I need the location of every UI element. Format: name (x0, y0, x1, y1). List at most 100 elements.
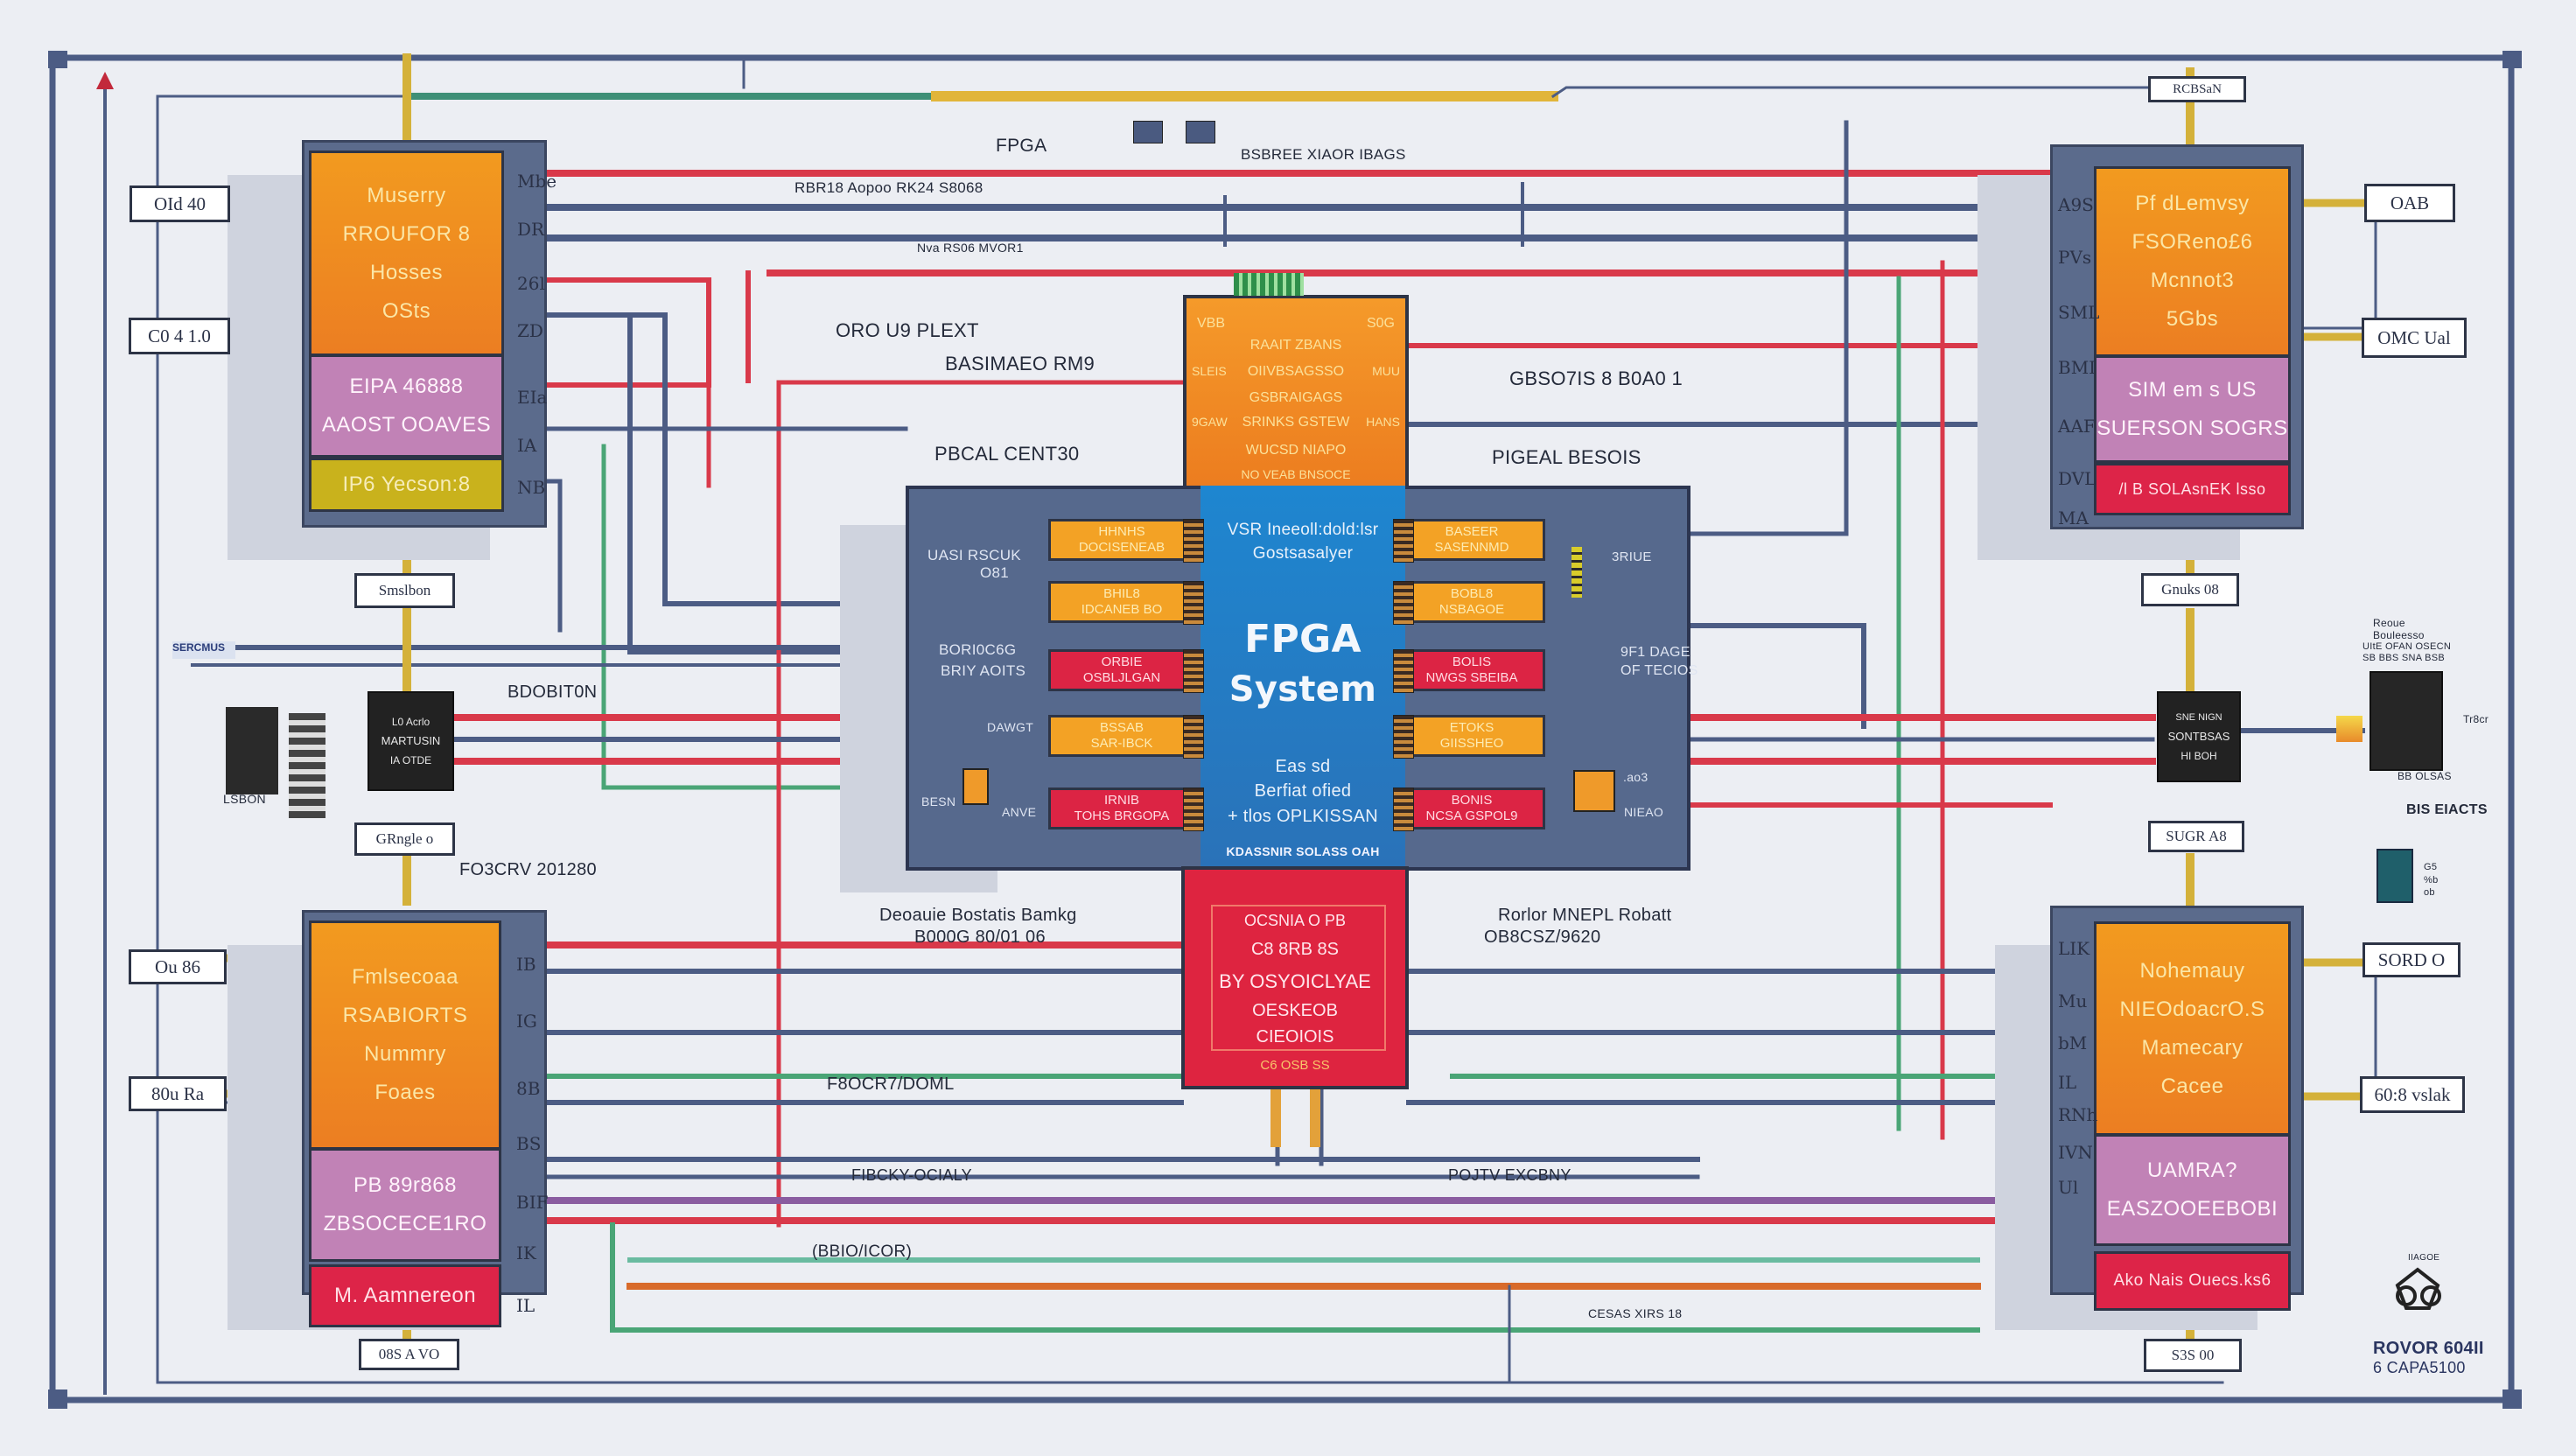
pin-label: BS (516, 1133, 542, 1154)
chip-line: C8 8RB 8S (1250, 940, 1340, 959)
module-top-right-orange: Pf dLemvsy FSOReno£6 Mcnnot3 5Gbs (2094, 166, 2291, 357)
small-board-icon (2376, 849, 2413, 903)
subblock-text: BOBL8 (1450, 586, 1494, 601)
signal-label: Deoauie Bostatis Bamkg (879, 906, 1077, 925)
module-text: AAOST OOAVES (321, 413, 492, 437)
subblock-text: SAR-IBCK (1090, 736, 1153, 751)
signal-label: Rorlor MNEPL Robatt (1498, 906, 1672, 925)
wire (544, 479, 563, 633)
module-bottom-right-bottom: Ako Nais Ouecs.ks6 (2094, 1251, 2291, 1311)
fpga-center-text: Gostsasalyer (1252, 544, 1354, 563)
module-top-right-purple: SIM em s US SUERSON SOGRS (2094, 355, 2291, 463)
module-text: RSABIORTS (342, 1004, 468, 1027)
module-bottom-left-bottom: M. Aamnereon (309, 1264, 501, 1327)
chip-text: MARTUSIN (381, 734, 441, 747)
connector (1270, 1084, 1320, 1147)
ic-chip-icon (226, 707, 278, 794)
pin-label: BMI (2058, 357, 2096, 378)
chip-line: RAAIT ZBANS (1250, 338, 1342, 353)
module-text: Nohemauy (2139, 958, 2245, 983)
io-box[interactable]: Gnuks 08 (2141, 573, 2239, 606)
io-box[interactable]: S3S 00 (2144, 1339, 2242, 1372)
io-box[interactable]: SORD O (2362, 942, 2460, 977)
pin-label: MA (2058, 508, 2089, 528)
fpga-center-text: Eas sd (1275, 757, 1331, 776)
module-top-left-purple: EIPA 46888 AAOST OOAVES (309, 354, 504, 458)
pin-label: MUU (1372, 364, 1400, 378)
subblock-text: TOHS BRGOPA (1074, 808, 1170, 823)
io-box[interactable]: 60:8 vslak (2360, 1076, 2465, 1113)
chip-line: OIIVBSAGSSO (1247, 364, 1345, 379)
chip-text: HI BOH (2180, 750, 2217, 762)
module-bottom-left-purple: PB 89r868 ZBSOCECE1RO (309, 1148, 501, 1262)
module-text: EIPA 46888 (349, 374, 464, 398)
fpga-label: BESN (921, 794, 956, 808)
controller-chip[interactable]: L0 Acrlo MARTUSIN IA OTDE (368, 691, 454, 791)
bottom-chip[interactable]: OCSNIA O PB C8 8RB 8S BY OSYOICLYAE OESK… (1181, 866, 1409, 1089)
io-box[interactable]: OAB (2364, 184, 2455, 222)
device-label: Tr8cr (2463, 713, 2489, 725)
side-label: BIS EIACTS (2406, 802, 2488, 817)
chip-line: NO VEAB BNSOCE (1241, 467, 1351, 481)
io-box[interactable]: 80u Ra (129, 1076, 227, 1111)
module-text: OSts (382, 298, 431, 323)
fpga-label: DAWGT (987, 720, 1034, 734)
fpga-center-text: Berfiat ofied (1254, 781, 1352, 801)
bus-label: Nva RS06 MVOR1 (917, 241, 1024, 255)
io-box[interactable]: Ou 86 (129, 949, 227, 984)
pin-label: Mu (2058, 990, 2088, 1012)
module-text: EASZOOEEBOBI (2106, 1197, 2278, 1221)
signal-label: ORO U9 PLEXT (836, 319, 979, 341)
bus-label: BSBREE XIAOR IBAGS (1241, 146, 1406, 163)
pin-label: 9GAW (1192, 415, 1228, 429)
io-box[interactable]: C0 4 1.0 (129, 318, 230, 354)
pin-label: IL (516, 1295, 536, 1316)
module-text: Muserry (367, 183, 446, 207)
top-chip[interactable]: VBB S0G RAAIT ZBANS OIIVBSAGSSO GSBRAIGA… (1183, 295, 1409, 494)
fpga-small-chip-icon (1573, 770, 1615, 812)
io-box[interactable]: OMC Ual (2362, 318, 2467, 358)
fpga-label: 3RIUE (1612, 550, 1652, 564)
pin-label: IK (516, 1242, 536, 1264)
io-box[interactable]: 08S A VO (359, 1339, 459, 1370)
frame-corner (2502, 1390, 2522, 1409)
subblock-text: BHIL8 (1103, 586, 1140, 601)
chip-pins (1234, 273, 1304, 296)
module-text: RROUFOR 8 (342, 221, 471, 246)
io-box[interactable]: OId 40 (130, 186, 230, 222)
pin-label: IVN (2058, 1142, 2093, 1163)
fpga-label: .ao3 (1623, 770, 1648, 784)
module-text: /l B SOLAsnEK lsso (2118, 480, 2266, 498)
module-text: NIEOdoacrO.S (2119, 997, 2265, 1021)
pin-strip (1393, 581, 1414, 625)
subblock-text: BONIS (1451, 793, 1493, 808)
io-box[interactable]: Smslbon (354, 573, 455, 608)
wire (522, 277, 711, 388)
fpga-small-chip-icon (962, 768, 989, 805)
pin-label: 8B (516, 1078, 541, 1099)
chip-line: GSBRAIGAGS (1249, 390, 1343, 405)
subblock-text: GIISSHEO (1439, 736, 1504, 751)
device-caption: SB BBS SNA BSB (2362, 653, 2446, 663)
pin-strip (1393, 715, 1414, 759)
io-box[interactable]: GRngle o (354, 822, 455, 856)
io-box[interactable]: SUGR A8 (2148, 821, 2244, 852)
module-text: Ako Nais Ouecs.ks6 (2113, 1271, 2272, 1290)
signal-label: F8OCR7/DOML (827, 1074, 955, 1094)
pin-label: ZD (517, 320, 543, 341)
pin-label: IA (517, 435, 537, 456)
io-box[interactable]: RCBSaN (2148, 76, 2246, 102)
device-label: BB OLSAS (2398, 770, 2452, 782)
module-top-left-orange: Muserry RROUFOR 8 Hosses OSts (309, 150, 504, 356)
sensor-chip[interactable]: SNE NIGN SONTBSAS HI BOH (2157, 691, 2241, 782)
